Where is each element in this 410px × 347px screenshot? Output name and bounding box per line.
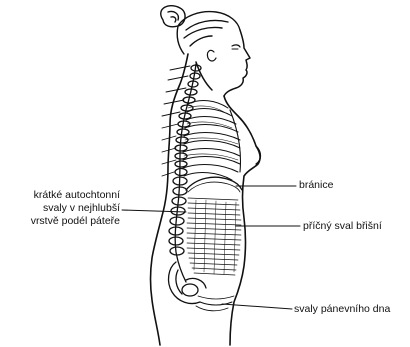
label-deep-back-muscles: krátké autochtonní svaly v nejhlubší vrs… bbox=[8, 189, 120, 228]
label-deep-back-muscles-line-2: svaly v nejhlubší bbox=[8, 202, 120, 215]
label-deep-back-muscles-line-3: vrstvě podél páteře bbox=[8, 215, 120, 228]
label-pelvic-floor: svaly pánevního dna bbox=[294, 303, 390, 316]
body-outline bbox=[151, 54, 261, 345]
ribcage-drawing bbox=[183, 101, 241, 180]
leader-lines bbox=[122, 186, 300, 309]
hair-drawing bbox=[161, 6, 240, 54]
label-deep-back-muscles-line-1: krátké autochtonní bbox=[8, 189, 120, 202]
label-diaphragm: bránice bbox=[299, 179, 333, 192]
abdominal-muscle-hatching bbox=[187, 198, 241, 275]
label-transverse-abdominis: příčný sval břišní bbox=[303, 220, 382, 233]
diaphragm-drawing bbox=[186, 177, 242, 192]
leader-line-deep-back-muscles bbox=[122, 210, 186, 212]
face-profile bbox=[196, 30, 250, 96]
